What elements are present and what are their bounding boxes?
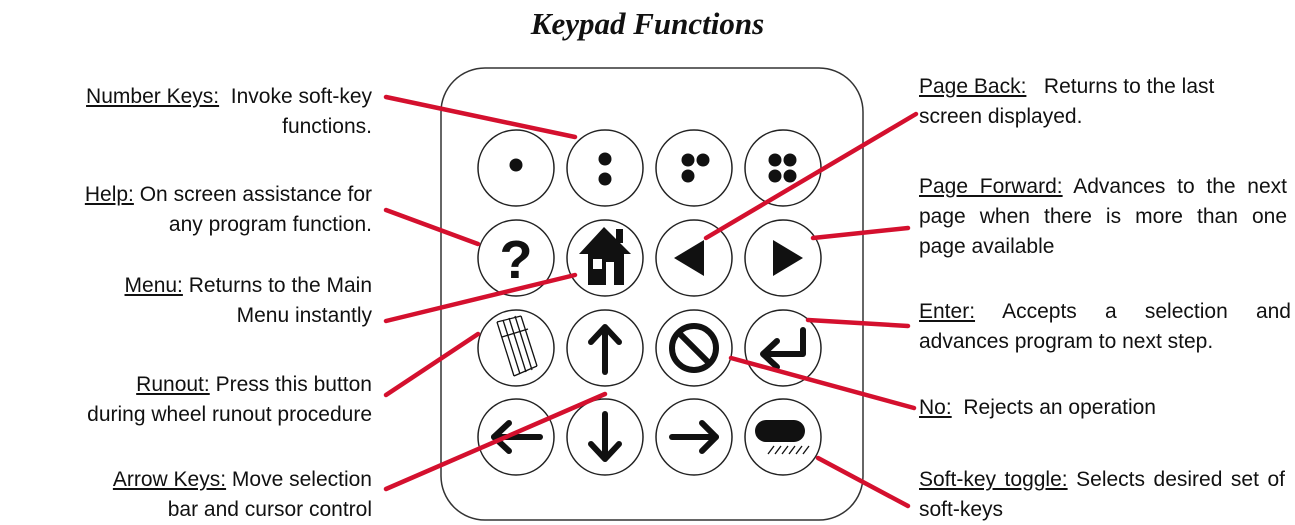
softkey-toggle-key[interactable] bbox=[744, 398, 822, 476]
runout-key[interactable] bbox=[477, 309, 555, 387]
enter-return-icon bbox=[760, 327, 806, 370]
callout-desc: Accepts a selection and advances program… bbox=[919, 300, 1291, 353]
callout-page-back: Page Back: Returns to the last screen di… bbox=[919, 72, 1289, 132]
callout-term: Help: bbox=[84, 183, 134, 206]
question-mark-icon: ? bbox=[500, 230, 533, 290]
leader-page-forward bbox=[810, 225, 911, 241]
runout-icon bbox=[496, 315, 538, 377]
no-key[interactable] bbox=[655, 309, 733, 387]
callout-help: Help: On screen assistance for any progr… bbox=[0, 180, 372, 240]
callout-term: Runout: bbox=[136, 373, 210, 396]
callout-desc: Returns to the Main bbox=[188, 274, 372, 297]
up-arrow-key[interactable] bbox=[566, 309, 644, 387]
callout-page-forward: Page Forward: Advances to the next page … bbox=[919, 172, 1287, 262]
callout-desc: Menu instantly bbox=[236, 304, 372, 327]
callout-desc: Move selection bbox=[231, 468, 372, 491]
one-dot-icon bbox=[509, 158, 523, 172]
no-entry-icon bbox=[669, 323, 719, 373]
key-1[interactable] bbox=[477, 129, 555, 207]
arrow-up-icon bbox=[588, 324, 622, 375]
callout-term: Enter: bbox=[919, 300, 976, 323]
leader-help bbox=[383, 207, 481, 247]
leader-enter bbox=[805, 317, 911, 329]
callout-number-keys: Number Keys: Invoke soft-key functions. bbox=[0, 82, 372, 142]
callout-desc: Rejects an operation bbox=[963, 396, 1156, 419]
help-key[interactable]: ? bbox=[477, 219, 555, 297]
four-dots-icon bbox=[768, 153, 797, 183]
leader-arrow-keys bbox=[383, 391, 608, 492]
page-forward-key[interactable] bbox=[744, 219, 822, 297]
callout-runout: Runout: Press this button during wheel r… bbox=[0, 370, 372, 430]
callout-menu: Menu: Returns to the Main Menu instantly bbox=[0, 271, 372, 331]
callout-desc: bar and cursor control bbox=[167, 498, 372, 521]
callout-term: Number Keys: bbox=[86, 85, 220, 108]
leader-menu bbox=[383, 272, 578, 324]
callout-desc: any program function. bbox=[168, 213, 372, 236]
page-back-key[interactable] bbox=[655, 219, 733, 297]
callout-softkey-toggle: Soft-key toggle: Selects desired set of … bbox=[919, 465, 1285, 525]
menu-key[interactable] bbox=[566, 219, 644, 297]
leader-lines bbox=[383, 94, 919, 509]
leader-number-keys bbox=[383, 94, 578, 140]
two-dots-icon bbox=[598, 152, 612, 186]
key-2[interactable] bbox=[566, 129, 644, 207]
triangle-left-icon bbox=[674, 240, 704, 276]
callout-term: Soft-key toggle: bbox=[919, 468, 1068, 491]
arrow-down-icon bbox=[588, 411, 622, 462]
leader-no bbox=[728, 355, 917, 411]
callout-desc: Selects desired set of soft-keys bbox=[919, 468, 1285, 521]
toggle-pill-icon bbox=[755, 420, 810, 455]
callout-term: Page Forward: bbox=[919, 175, 1063, 198]
callout-no: No: Rejects an operation bbox=[919, 393, 1289, 423]
callout-desc: On screen assistance for bbox=[139, 183, 372, 206]
diagram-title: Keypad Functions bbox=[530, 6, 765, 41]
callout-desc: during wheel runout procedure bbox=[87, 403, 372, 426]
leader-page-back bbox=[703, 111, 919, 241]
callout-arrow-keys: Arrow Keys: Move selection bar and curso… bbox=[0, 465, 372, 525]
key-4[interactable] bbox=[744, 129, 822, 207]
right-arrow-key[interactable] bbox=[655, 398, 733, 476]
key-3[interactable] bbox=[655, 129, 733, 207]
callout-enter: Enter: Accepts a selection and advances … bbox=[919, 297, 1291, 357]
callout-term: Menu: bbox=[124, 274, 183, 297]
down-arrow-key[interactable] bbox=[566, 398, 644, 476]
callout-desc: Advances to the next page when there is … bbox=[919, 175, 1287, 258]
leader-softkey-toggle bbox=[815, 455, 911, 509]
callout-term: No: bbox=[919, 396, 952, 419]
callout-desc: Returns to the last bbox=[1043, 75, 1215, 98]
arrow-right-icon bbox=[669, 420, 719, 454]
callout-term: Page Back: bbox=[919, 75, 1027, 98]
callout-desc: Invoke soft-key bbox=[230, 85, 372, 108]
triangle-right-icon bbox=[773, 240, 803, 276]
leader-runout bbox=[383, 331, 481, 398]
left-arrow-key[interactable] bbox=[477, 398, 555, 476]
three-dots-icon bbox=[681, 153, 710, 183]
callout-desc: Press this button bbox=[215, 373, 372, 396]
callout-desc: functions. bbox=[282, 115, 372, 138]
callout-desc: screen displayed. bbox=[919, 105, 1083, 128]
home-icon bbox=[579, 227, 631, 285]
callout-term: Arrow Keys: bbox=[112, 468, 227, 491]
